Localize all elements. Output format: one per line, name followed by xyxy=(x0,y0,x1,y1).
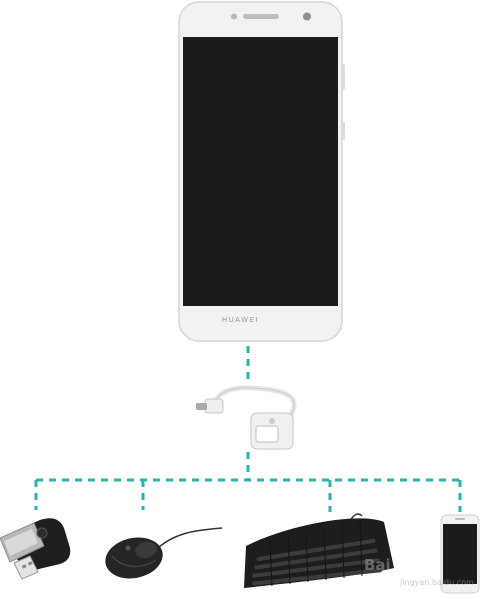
phone-side-button xyxy=(342,64,345,90)
branch-connectors xyxy=(34,452,462,512)
usb-flash-drive-icon xyxy=(0,518,71,580)
phone-screen xyxy=(183,37,338,306)
phone-sensor xyxy=(231,13,237,20)
smartphone-icon xyxy=(440,514,480,594)
watermark-url: jingyan.baidu.com xyxy=(400,578,474,587)
phone xyxy=(178,1,345,342)
otg-adapter-icon xyxy=(196,385,297,450)
phone-front-camera xyxy=(303,12,311,21)
phone-earpiece xyxy=(243,14,279,19)
watermark-logo: Bai xyxy=(364,556,391,574)
keyboard-icon xyxy=(244,513,394,588)
phone-brand-logo: HUAWEI xyxy=(221,316,260,324)
mouse-icon xyxy=(105,527,223,579)
phone-side-button xyxy=(342,122,345,140)
